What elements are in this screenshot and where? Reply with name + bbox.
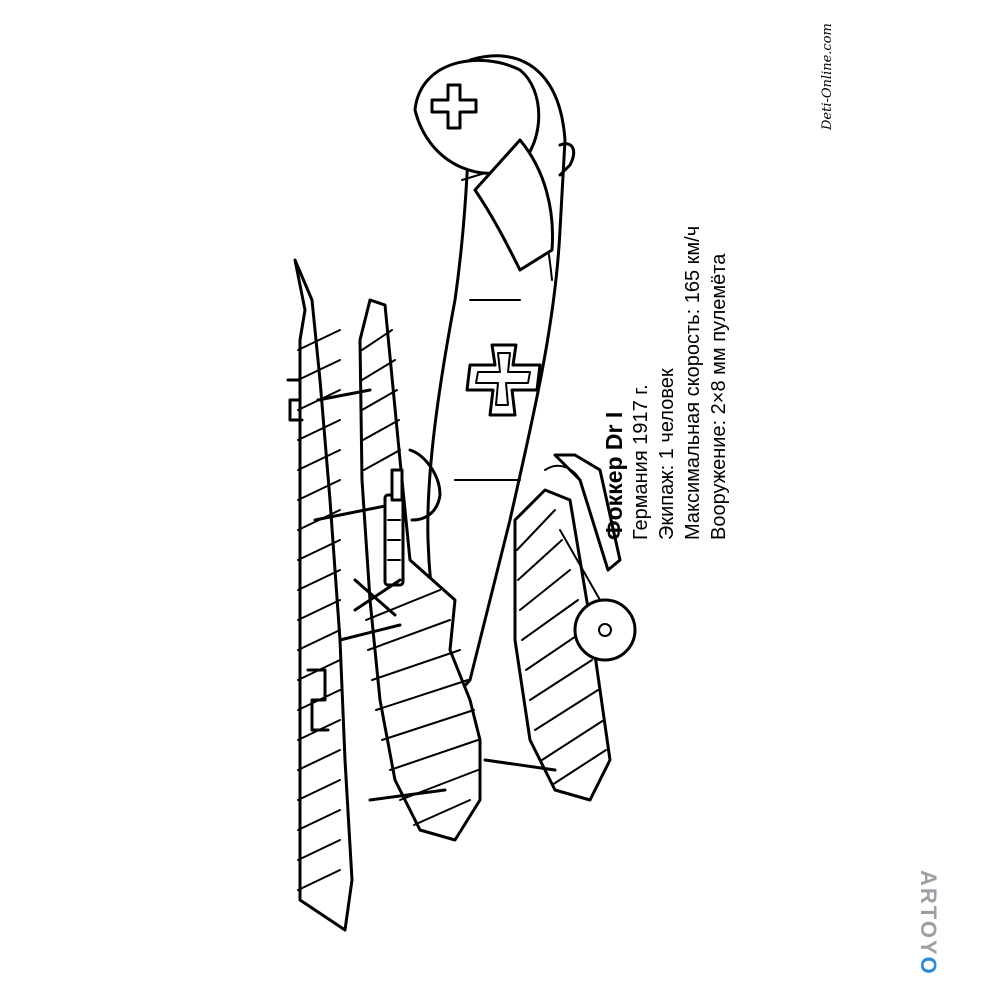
- brand-accent: O: [916, 956, 941, 976]
- lower-wing: [513, 488, 612, 802]
- caption-line-crew: Экипаж: 1 человек: [656, 368, 678, 540]
- caption-line-armament: Вооружение: 2×8 мм пулемёта: [708, 253, 730, 540]
- machine-guns: [353, 468, 405, 617]
- fuselage-cross-icon: [465, 343, 542, 417]
- middle-wing: [358, 298, 482, 842]
- caption-title: Фоккер Dr I: [601, 411, 627, 540]
- cockpit: [408, 448, 442, 522]
- top-wing: [286, 258, 354, 932]
- caption-line-speed: Максимальная скорость: 165 км/ч: [682, 225, 704, 540]
- site-watermark: Deti-Online.com: [820, 23, 835, 130]
- tail-rudder: [413, 58, 576, 177]
- landing-gear: [544, 453, 637, 662]
- iron-cross-icon: [430, 83, 478, 130]
- brand-watermark: ARTOYO: [915, 870, 941, 976]
- tailplane: [473, 138, 554, 272]
- caption-line-country: Германия 1917 г.: [630, 384, 652, 540]
- brand-text: ARTOY: [916, 870, 941, 957]
- wing-struts: [313, 388, 557, 802]
